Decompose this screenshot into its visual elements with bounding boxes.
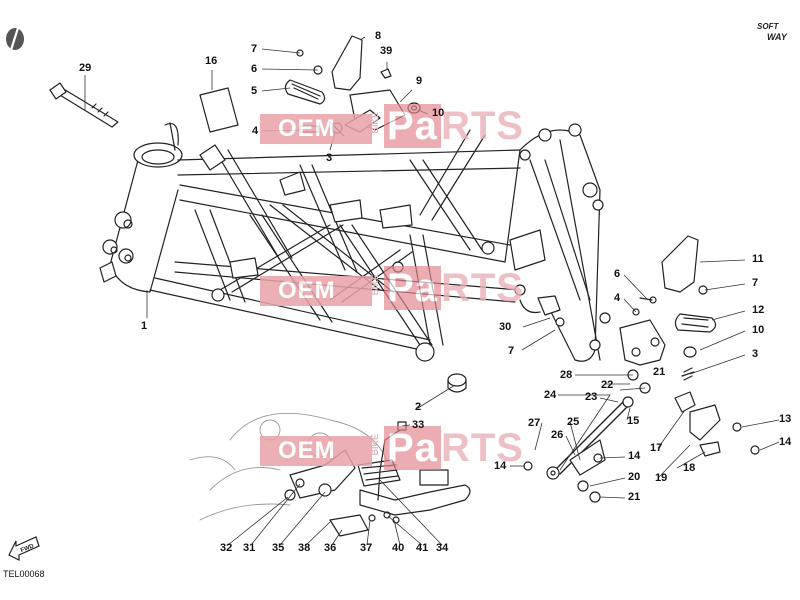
part-16-pad — [199, 87, 239, 133]
callout-6: 6 — [614, 268, 621, 280]
watermark-bike: BIKE — [370, 434, 380, 456]
part-2-bush — [447, 373, 467, 393]
watermark-top: OEM BIKE PaRTS — [260, 104, 523, 150]
callout-21: 21 — [628, 491, 641, 503]
watermark-bike: BIKE — [370, 112, 380, 134]
callout-2: 2 — [415, 401, 422, 413]
watermark-middle: OEM BIKE PaRTS — [260, 266, 523, 312]
callout-32: 32 — [220, 542, 233, 554]
callout-16: 16 — [205, 55, 218, 67]
callout-1: 1 — [141, 320, 148, 332]
callout-10: 10 — [432, 107, 445, 119]
callout-17: 17 — [650, 442, 663, 454]
steering-head-tube — [109, 122, 183, 293]
callout-28: 28 — [560, 369, 573, 381]
watermark-oem: OEM — [260, 276, 372, 306]
callout-4: 4 — [614, 292, 621, 304]
callout-14: 14 — [628, 450, 641, 462]
callout-4: 4 — [252, 125, 259, 137]
watermark-parts-rest: RTS — [440, 266, 524, 310]
callout-31: 31 — [243, 542, 256, 554]
callout-25: 25 — [567, 416, 580, 428]
watermark-parts-a: Pa — [384, 266, 441, 310]
callout-30: 30 — [499, 321, 512, 333]
callout-19: 19 — [655, 472, 668, 484]
diagram-reference-code: TEL00068 — [3, 569, 45, 579]
callout-37: 37 — [360, 542, 373, 554]
logo-line-2: WAY — [767, 32, 787, 42]
callout-38: 38 — [298, 542, 311, 554]
callout-33: 33 — [412, 419, 425, 431]
logo-line-1: SOFT — [757, 22, 779, 31]
watermark-parts-a: Pa — [384, 104, 441, 148]
callout-23: 23 — [585, 391, 598, 403]
watermark-parts: PaRTS — [384, 104, 524, 149]
slash-circle-icon — [6, 27, 24, 51]
fwd-label: FWD — [20, 543, 36, 554]
watermark-parts: PaRTS — [384, 266, 524, 311]
watermark-parts-a: Pa — [384, 426, 441, 470]
part-29-bolt — [49, 82, 119, 128]
forward-arrow-icon: FWD — [6, 533, 42, 561]
leader-lines — [84, 36, 780, 546]
callout-40: 40 — [392, 542, 405, 554]
callout-12: 12 — [752, 304, 765, 316]
callout-39: 39 — [380, 45, 393, 57]
callout-13: 13 — [779, 413, 792, 425]
watermark-oem: OEM — [260, 436, 372, 466]
watermark-parts-rest: RTS — [440, 104, 524, 148]
callout-24: 24 — [544, 389, 557, 401]
watermark-parts-rest: RTS — [440, 426, 524, 470]
softway-logo: SOFT WAY — [755, 22, 797, 48]
callout-8: 8 — [375, 30, 382, 42]
callout-15: 15 — [627, 415, 640, 427]
callout-35: 35 — [272, 542, 285, 554]
callout-18: 18 — [683, 462, 696, 474]
callout-14: 14 — [779, 436, 792, 448]
callout-26: 26 — [551, 429, 564, 441]
callout-34: 34 — [436, 542, 449, 554]
watermark-bottom: OEM BIKE PaRTS — [260, 426, 523, 472]
callout-27: 27 — [528, 417, 541, 429]
callout-3: 3 — [326, 152, 333, 164]
callout-3: 3 — [752, 348, 759, 360]
callout-11: 11 — [752, 253, 764, 265]
callout-6: 6 — [251, 63, 258, 75]
callout-14: 14 — [494, 460, 507, 472]
callout-41: 41 — [416, 542, 429, 554]
callout-7: 7 — [251, 43, 258, 55]
callout-7: 7 — [752, 277, 759, 289]
callout-5: 5 — [251, 85, 258, 97]
callout-22: 22 — [601, 379, 614, 391]
callout-10: 10 — [752, 324, 765, 336]
callout-20: 20 — [628, 471, 641, 483]
watermark-oem: OEM — [260, 114, 372, 144]
watermark-parts: PaRTS — [384, 426, 524, 471]
callout-29: 29 — [79, 62, 92, 74]
callout-9: 9 — [416, 75, 423, 87]
callout-21: 21 — [653, 366, 666, 378]
watermark-bike: BIKE — [370, 274, 380, 296]
callout-7: 7 — [508, 345, 515, 357]
callout-36: 36 — [324, 542, 337, 554]
